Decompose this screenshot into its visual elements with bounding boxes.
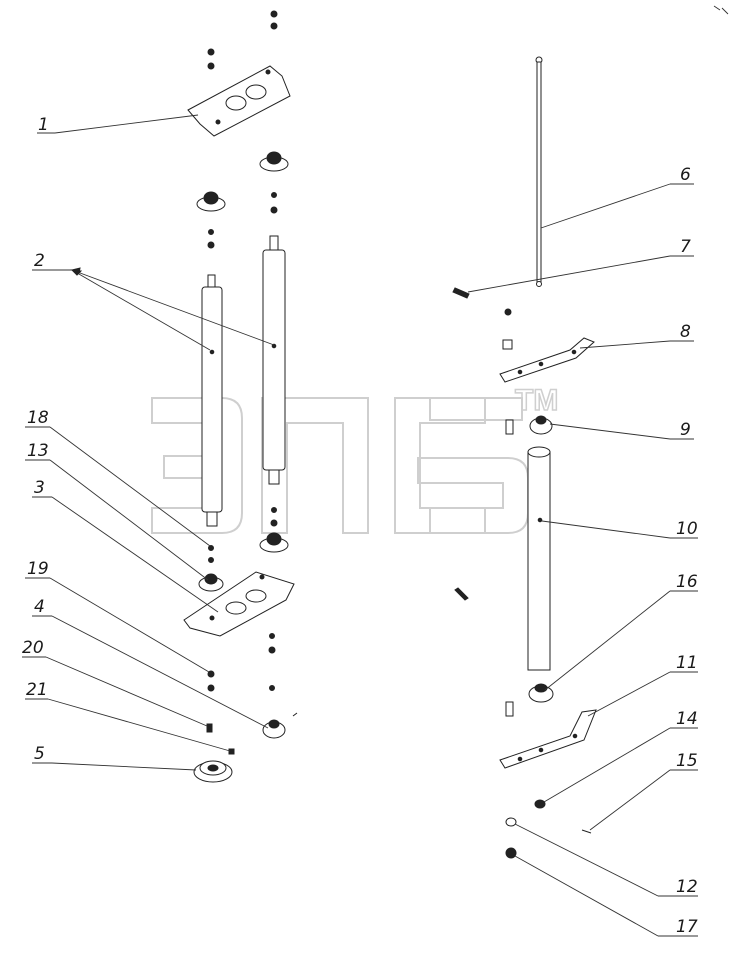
- label-2: 2: [34, 251, 45, 271]
- label-18: 18: [27, 408, 49, 428]
- nut-h: [208, 557, 214, 563]
- bolt-9: [505, 419, 514, 435]
- leader-19: [49, 577, 210, 673]
- washer-19b: [207, 684, 215, 692]
- leader-12: [514, 823, 659, 897]
- pin-15: [581, 829, 592, 834]
- clip-lower: [454, 587, 469, 601]
- leader-20: [45, 656, 208, 727]
- leader-14: [543, 727, 671, 803]
- label-10: 10: [676, 519, 698, 539]
- arrowheads-2: [70, 267, 83, 276]
- label-14: 14: [676, 709, 698, 729]
- leader-5: [51, 762, 197, 771]
- leader-3: [51, 496, 219, 613]
- leader-9: [549, 423, 671, 440]
- leader-6: [540, 183, 671, 229]
- label-8: 8: [680, 322, 691, 342]
- leader-17: [514, 855, 659, 937]
- nut-r1: [504, 308, 512, 316]
- label-17: 17: [676, 917, 698, 937]
- rubber-mount-lower-right: [259, 532, 289, 553]
- nut-b: [270, 206, 278, 214]
- clip-7: [452, 287, 470, 299]
- nut-k: [269, 685, 275, 691]
- upper-plate: [187, 65, 291, 137]
- leader-13: [49, 459, 209, 581]
- nut-c: [208, 229, 214, 235]
- leader-18: [49, 426, 211, 547]
- bracket-11: [499, 709, 597, 769]
- leader-8: [579, 340, 671, 349]
- bushing-r1: [502, 339, 513, 350]
- rubber-mount-lower-left: [198, 573, 224, 592]
- bushing-9: [529, 415, 553, 435]
- leader-11: [587, 671, 671, 717]
- leader-10: [541, 520, 671, 539]
- lower-plate: [183, 571, 295, 637]
- label-9: 9: [680, 420, 691, 440]
- bracket-8: [499, 337, 595, 383]
- rubber-mount-4: [262, 719, 286, 739]
- nut-f: [270, 519, 278, 527]
- washer-12: [505, 817, 517, 827]
- part-21: [228, 748, 235, 755]
- washer-19a: [207, 670, 215, 678]
- top-washer-1: [270, 10, 278, 18]
- rod-6: [535, 56, 543, 287]
- label-16: 16: [676, 572, 698, 592]
- label-1: 1: [38, 115, 49, 135]
- nut-d: [207, 241, 215, 249]
- washer-upper-2: [207, 62, 215, 70]
- watermark-tm: TM: [515, 384, 558, 417]
- label-5: 5: [34, 744, 45, 764]
- corner-mark: [713, 5, 729, 15]
- leader-7: [467, 255, 671, 293]
- label-19: 19: [27, 559, 49, 579]
- nut-g: [208, 545, 214, 551]
- label-13: 13: [27, 441, 49, 461]
- leader-15: [589, 769, 671, 831]
- nut-17: [505, 847, 517, 859]
- nut-a: [271, 192, 277, 198]
- washer-upper-1: [207, 48, 215, 56]
- leader-1: [54, 114, 199, 134]
- label-6: 6: [680, 165, 691, 185]
- top-washer-2: [270, 22, 278, 30]
- nut-i: [269, 633, 275, 639]
- label-21: 21: [26, 680, 48, 700]
- leader-21: [47, 698, 231, 752]
- label-20: 20: [22, 638, 44, 658]
- leader-4: [51, 615, 269, 729]
- cylinder-left: [201, 274, 223, 527]
- pin-small: [292, 712, 298, 717]
- rubber-mount-upper-left: [196, 191, 226, 212]
- label-12: 12: [676, 877, 698, 897]
- part-20: [206, 723, 213, 733]
- leader-2: [71, 269, 275, 351]
- label-11: 11: [676, 653, 698, 673]
- leader-16: [544, 590, 671, 691]
- nut-j: [268, 646, 276, 654]
- label-3: 3: [34, 478, 45, 498]
- rubber-mount-upper-right: [259, 151, 289, 172]
- pulley-5: [193, 760, 233, 783]
- cylinder-right: [262, 235, 286, 485]
- label-4: 4: [34, 597, 45, 617]
- watermark-logo: [151, 397, 529, 534]
- label-7: 7: [680, 237, 691, 257]
- bolt-16: [505, 701, 514, 717]
- nut-e: [271, 507, 277, 513]
- washer-14: [534, 799, 546, 809]
- tube-10: [527, 446, 551, 671]
- label-15: 15: [676, 751, 698, 771]
